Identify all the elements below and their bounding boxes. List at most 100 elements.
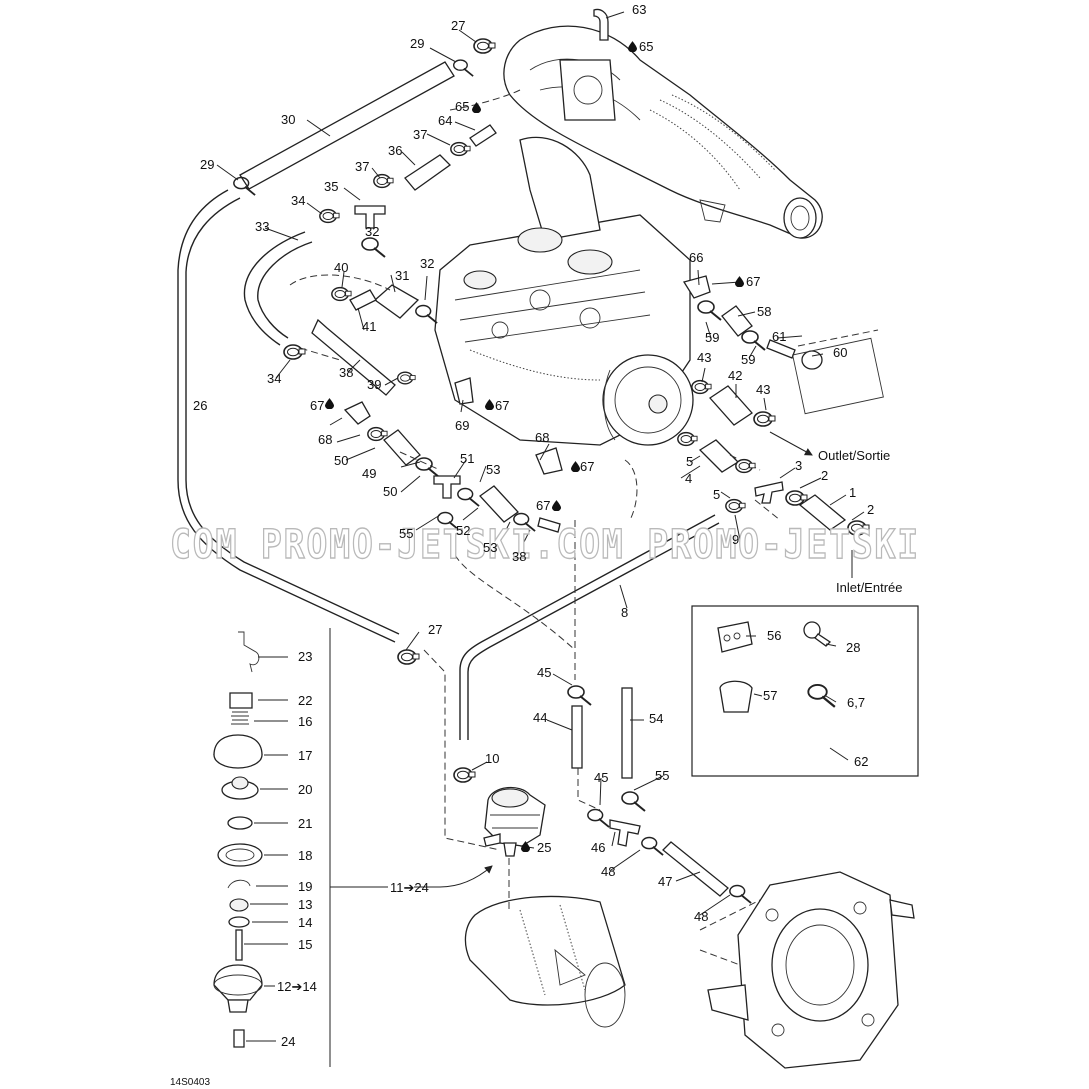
callout: 32: [365, 224, 379, 239]
callout: 55: [655, 768, 669, 783]
callout: 45: [537, 665, 551, 680]
callout: 33: [255, 219, 269, 234]
callout: 56: [767, 628, 781, 643]
callout: 35: [324, 179, 338, 194]
callout: 48: [601, 864, 615, 879]
callout: 59: [705, 330, 719, 345]
callout: 25: [537, 840, 551, 855]
callout: 34: [291, 193, 305, 208]
callout: 22: [298, 693, 312, 708]
callout: 38: [512, 549, 526, 564]
callout: 2: [821, 468, 828, 483]
callout: 64: [438, 113, 452, 128]
callout: 67: [310, 398, 324, 413]
callout: 43: [697, 350, 711, 365]
callout: 6,7: [847, 695, 865, 710]
callout: 47: [658, 874, 672, 889]
figure-code: 14S0403: [170, 1077, 210, 1088]
callout: 51: [460, 451, 474, 466]
callout: 26: [193, 398, 207, 413]
callout: 66: [689, 250, 703, 265]
leader-lines: [216, 11, 865, 1042]
callout: 29: [410, 36, 424, 51]
callout: 18: [298, 848, 312, 863]
callout: 5: [713, 487, 720, 502]
watermark: COM PROMO-JETSKI.COM PROMO-JETSKI: [170, 522, 920, 568]
callout: 62: [854, 754, 868, 769]
callout: 39: [367, 377, 381, 392]
callout: 36: [388, 143, 402, 158]
callout: 27: [451, 18, 465, 33]
callout: 65: [455, 99, 469, 114]
callout: 61: [772, 329, 786, 344]
callout: 59: [741, 352, 755, 367]
hose-network: [177, 61, 857, 912]
callout: 37: [355, 159, 369, 174]
callout: 44: [533, 710, 547, 725]
callout: 12➔14: [277, 979, 317, 994]
sealant-drop-icon: [552, 500, 561, 511]
sealant-drop-icon: [628, 41, 637, 52]
callout: 16: [298, 714, 312, 729]
callout: 21: [298, 816, 312, 831]
callout: 53: [486, 462, 500, 477]
engine: [434, 136, 694, 446]
sealant-drop-icon: [735, 276, 744, 287]
callout: 69: [455, 418, 469, 433]
callout: 67: [746, 274, 760, 289]
callout: 58: [757, 304, 771, 319]
callout: 20: [298, 782, 312, 797]
callout: 37: [413, 127, 427, 142]
hose-30: [239, 61, 455, 190]
jet-pump-housing: [699, 871, 915, 1069]
callout: 63: [632, 2, 646, 17]
resonator-tank: [464, 895, 626, 1028]
callout: 67: [495, 398, 509, 413]
callout: 28: [846, 640, 860, 655]
callout: 1: [849, 485, 856, 500]
sealant-drop-icon: [571, 461, 580, 472]
callout: 27: [428, 622, 442, 637]
callout: 67: [536, 498, 550, 513]
callout: 67: [580, 459, 594, 474]
sealant-drop-icon: [325, 398, 334, 409]
callout: 40: [334, 260, 348, 275]
callout: 17: [298, 748, 312, 763]
callout: 45: [594, 770, 608, 785]
callout: 68: [535, 430, 549, 445]
callout: 32: [420, 256, 434, 271]
outlet-note: Outlet/Sortie: [818, 448, 890, 463]
callout: 15: [298, 937, 312, 952]
callout: 53: [483, 540, 497, 555]
callout: 50: [383, 484, 397, 499]
callout: 2: [867, 502, 874, 517]
inlet-note: Inlet/Entrée: [836, 580, 903, 595]
callout: 29: [200, 157, 214, 172]
callout: 8: [621, 605, 628, 620]
callout: 34: [267, 371, 281, 386]
check-valve-assembly: [483, 786, 546, 857]
callout: 41: [362, 319, 376, 334]
exhaust-muffler: [503, 25, 823, 239]
legend-box: [691, 605, 919, 777]
callout: 50: [334, 453, 348, 468]
valve-parts-stack: [213, 628, 388, 1067]
callout: 24: [281, 1034, 295, 1049]
callout: 60: [833, 345, 847, 360]
callout: 48: [694, 909, 708, 924]
callout: 3: [795, 458, 802, 473]
callout: 30: [281, 112, 295, 127]
callout: 31: [395, 268, 409, 283]
callout: 52: [456, 523, 470, 538]
callout: 11➔24: [390, 880, 429, 895]
callout: 68: [318, 432, 332, 447]
callout: 55: [399, 526, 413, 541]
callout-labels: 27 29 30 29 33 34 35 37 36 37 64 65 63 6…: [193, 2, 874, 1049]
callout: 23: [298, 649, 312, 664]
callout: 54: [649, 711, 663, 726]
callout: 43: [756, 382, 770, 397]
callout: 46: [591, 840, 605, 855]
callout: 65: [639, 39, 653, 54]
sealant-drop-icon: [472, 102, 481, 113]
